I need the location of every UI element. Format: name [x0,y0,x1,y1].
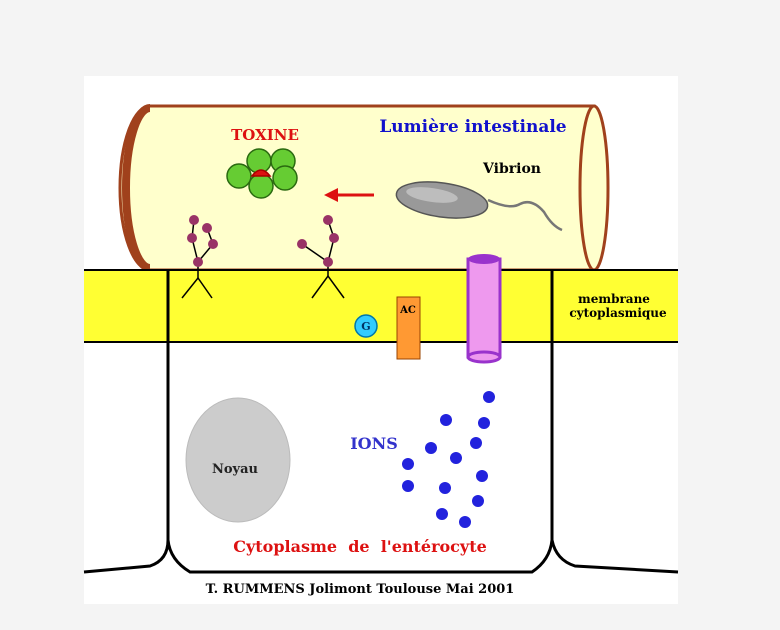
vibrion-label: Vibrion [482,161,541,177]
ion-dot [472,495,484,507]
ion-dot [402,458,414,470]
credit-label: T. RUMMENS Jolimont Toulouse Mai 2001 [206,582,515,597]
nucleus-label: Noyau [212,462,258,477]
membrane-label-line1: membrane [578,292,650,306]
ion-dot [425,442,437,454]
cytoplasme-label: Cytoplasme de l'entérocyte [233,537,487,556]
ion-dot [450,452,462,464]
toxine-label: TOXINE [231,126,299,144]
nucleus [186,398,290,522]
ion-dot [459,516,471,528]
ion-dot [439,482,451,494]
lumiere-label: Lumière intestinale [379,117,566,137]
adenylate-cyclase-label: AC [399,305,416,316]
ions-label: IONS [350,434,398,453]
ion-dot [478,417,490,429]
ion-dot [440,414,452,426]
g-protein-label: G [361,320,370,333]
ion-dot [483,391,495,403]
ion-dot [476,470,488,482]
ion-dot [402,480,414,492]
ion-channel [468,254,500,362]
membrane-label-line2: cytoplasmique [569,306,667,320]
ion-dot [470,437,482,449]
ion-dot [436,508,448,520]
